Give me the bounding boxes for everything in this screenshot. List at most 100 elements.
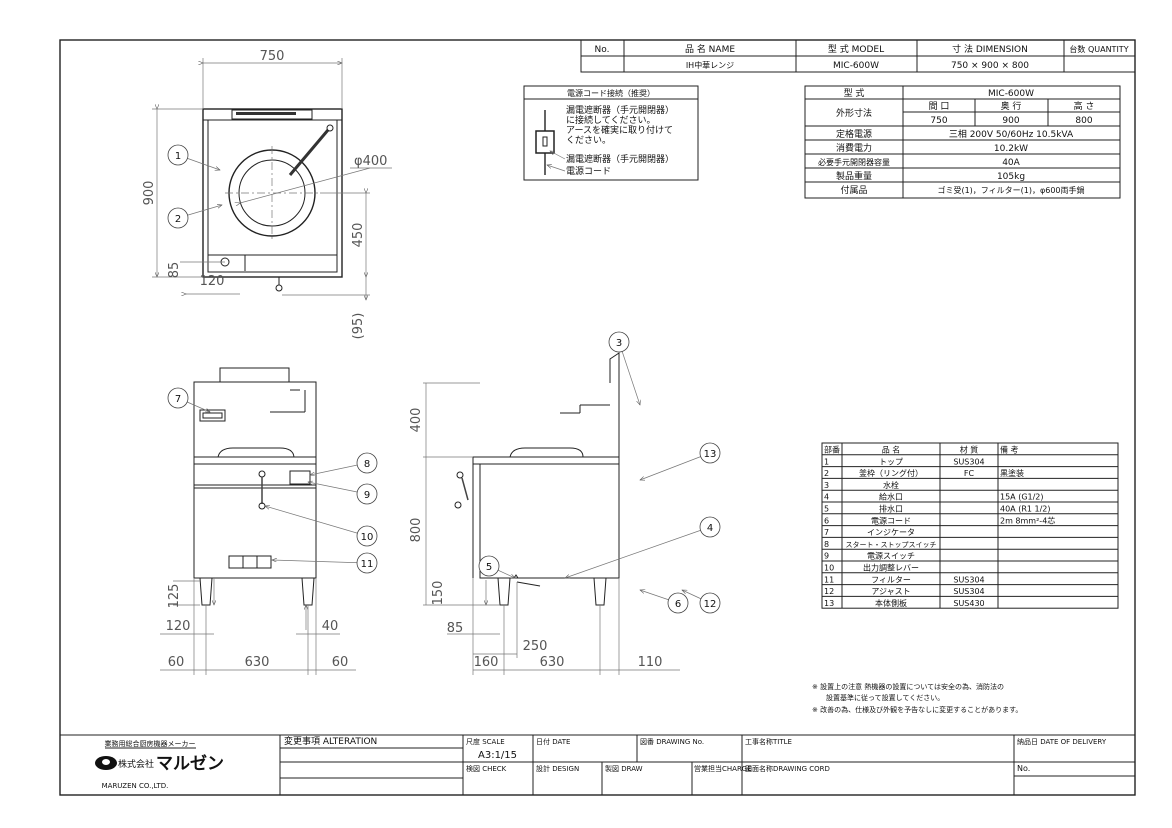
part-name: アジャスト (871, 587, 910, 596)
part-remarks: 2m 8mm²-4芯 (1000, 515, 1055, 525)
part-name: トップ (879, 457, 903, 466)
spec-depth: 900 (1002, 116, 1019, 126)
scale-label: 尺度 SCALE (466, 737, 505, 746)
part-number: 11 (824, 575, 834, 584)
cord-box-breaker-label: 漏電遮断器（手元開閉器） (566, 153, 674, 165)
callout-balloon (667, 592, 689, 614)
callout-number: 12 (704, 599, 717, 610)
spec-depth-label: 奥 行 (1001, 100, 1022, 112)
title-label: 工事名称TITLE (745, 737, 792, 746)
spec-width-label: 間 口 (929, 101, 950, 112)
part-name: 給水口 (879, 492, 903, 502)
parts-header-cell: 部番 (824, 445, 840, 455)
spec-table: 型 式 MIC-600W 外形寸法 間 口 奥 行 高 さ 750 900 80… (804, 85, 1121, 199)
header-no-label: No. (595, 45, 610, 55)
product-name: IH中華レンジ (686, 60, 734, 70)
delivery-label: 納品日 DATE OF DELIVERY (1017, 737, 1107, 746)
part-material: FC (964, 469, 975, 478)
header-name-label: 品 名 NAME (685, 43, 735, 55)
cord-box-line: アースを確実に取り付けて (566, 124, 673, 136)
callout-balloon (356, 452, 378, 474)
spec-power: 三相 200V 50/60Hz 10.5kVA (949, 128, 1074, 140)
callout-number: 5 (486, 562, 492, 573)
spec-model-value: MIC-600W (988, 89, 1034, 99)
parts-header-cell: 備 考 (1000, 445, 1019, 455)
part-name: 排水口 (879, 504, 903, 514)
callout-balloon (699, 592, 721, 614)
part-name: 出力調整レバー (863, 563, 919, 573)
part-number: 8 (824, 540, 829, 549)
product-model: MIC-600W (833, 61, 879, 71)
part-number: 4 (824, 493, 829, 502)
dim-top-depth: 900 (142, 181, 157, 206)
callout-balloon (167, 207, 189, 229)
drawing-cord-label: 図面名称DRAWING CORD (745, 764, 830, 773)
company-prefix: 株式会社 (118, 758, 154, 770)
callout-number: 1 (175, 151, 181, 162)
header-quantity-label: 台数 QUANTITY (1069, 44, 1128, 54)
part-number: 7 (824, 528, 829, 537)
part-remarks: 黒塗装 (1000, 468, 1024, 478)
dim-s400: 400 (409, 408, 424, 433)
callout-balloon (699, 442, 721, 464)
callout-balloon (699, 516, 721, 538)
maruzen-logo-icon (95, 756, 117, 770)
callout-number: 2 (175, 214, 181, 225)
callout-balloon (356, 552, 378, 574)
spec-model-label: 型 式 (844, 87, 865, 99)
part-material: SUS304 (953, 575, 984, 584)
company-name-en: MARUZEN CO.,LTD. (102, 782, 169, 790)
part-number: 13 (824, 599, 834, 608)
dim-center: 450 (351, 223, 366, 248)
header-model-label: 型 式 MODEL (828, 43, 884, 55)
drawing-no-label: 図番 DRAWING No. (640, 738, 704, 746)
dim-f40: 40 (322, 619, 339, 634)
draw-label: 製図 DRAW (605, 764, 643, 773)
cord-box-line: ください。 (566, 135, 611, 146)
part-name: 釜枠（リング付） (859, 468, 923, 478)
callout-balloon (167, 144, 189, 166)
part-name: インジケータ (867, 528, 915, 537)
part-number: 5 (824, 505, 829, 514)
scale-value: A3:1/15 (478, 750, 517, 761)
notes: ※ 設置上の注意 熱機器の設置については安全の為、消防法の 設置基準に従って設置… (812, 682, 1022, 714)
part-number: 6 (824, 516, 829, 525)
dim-s160: 160 (474, 655, 499, 670)
alteration-label: 変更事項 ALTERATION (284, 735, 377, 747)
part-number: 3 (824, 481, 829, 490)
dim-top-width: 750 (260, 49, 285, 64)
part-number: 1 (824, 457, 829, 466)
part-material: SUS304 (953, 587, 984, 596)
part-number: 9 (824, 552, 829, 561)
dim-95: (95) (351, 313, 366, 340)
dim-f60b: 60 (332, 655, 349, 670)
spec-power-label: 定格電源 (836, 128, 872, 140)
spec-accessories: ゴミ受(1)，フィルター(1)，φ600両手鍋 (937, 185, 1084, 195)
part-remarks: 15A (G1/2) (1000, 493, 1044, 502)
spec-height: 800 (1075, 116, 1092, 126)
header-dimension-label: 寸 法 DIMENSION (952, 43, 1028, 55)
callout-number: 13 (704, 449, 717, 460)
cord-box-line: に接続してください。 (566, 114, 655, 126)
spec-weight: 105kg (997, 172, 1025, 182)
check-label: 検図 CHECK (466, 764, 507, 773)
spec-breaker: 40A (1002, 158, 1020, 168)
no-label: No. (1017, 764, 1030, 773)
callout-number: 3 (616, 338, 622, 349)
callout-balloon (167, 387, 189, 409)
part-name: スタート・ストップスイッチ (846, 540, 937, 549)
dim-f60a: 60 (168, 655, 185, 670)
part-number: 10 (824, 564, 834, 573)
note-line: ※ 設置上の注意 熱機器の設置については安全の為、消防法の (812, 682, 1004, 691)
spec-accessories-label: 付属品 (840, 185, 867, 196)
spec-width: 750 (930, 116, 947, 126)
part-name: 水栓 (883, 480, 899, 490)
title-block: 業務用総合厨房機器メーカー 株式会社 マルゼン MARUZEN CO.,LTD.… (59, 734, 1136, 796)
part-name: 電源コード (871, 516, 911, 525)
part-name: 電源スイッチ (867, 552, 915, 561)
spec-weight-label: 製品重量 (836, 170, 872, 182)
part-material: SUS304 (953, 457, 984, 466)
note-line: ※ 改善の為、仕様及び外観を予告なしに変更することがあります。 (812, 705, 1022, 714)
dim-120: 120 (200, 274, 225, 289)
